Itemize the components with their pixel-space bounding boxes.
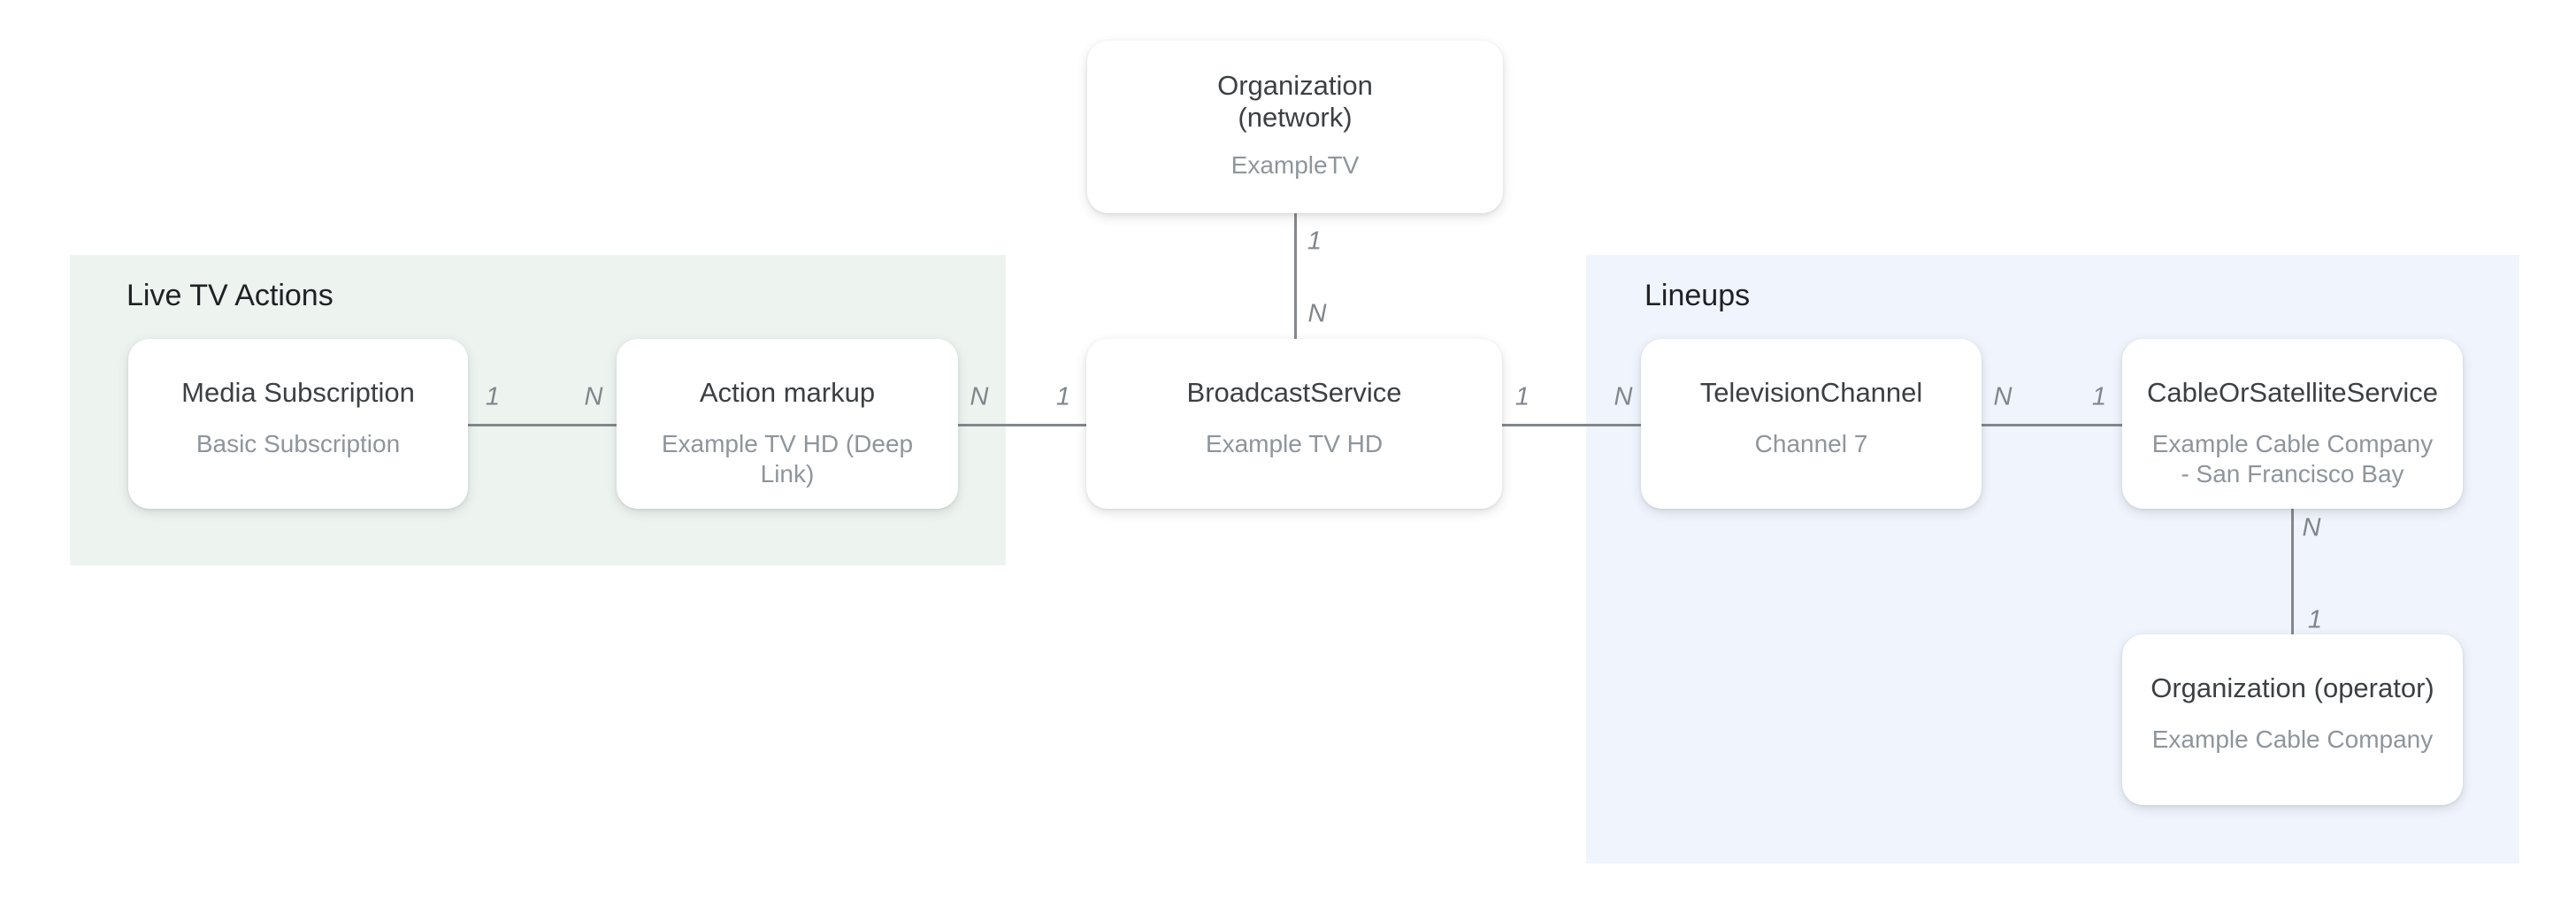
node-media-subscription: Media Subscription Basic Subscription xyxy=(128,339,468,509)
node-broadcast-service: BroadcastService Example TV HD xyxy=(1086,339,1502,509)
connector-channel-to-cable xyxy=(1982,424,2122,426)
node-organization-operator: Organization (operator) Example Cable Co… xyxy=(2122,634,2463,805)
node-subtitle: Basic Subscription xyxy=(196,430,401,457)
cardinality-label: 1 xyxy=(2091,382,2107,411)
node-title: CableOrSatelliteService xyxy=(2146,377,2439,408)
node-cable-or-satellite-service: CableOrSatelliteService Example Cable Co… xyxy=(2122,339,2463,509)
connector-action-to-broadcast xyxy=(958,424,1086,426)
section-title-lineups: Lineups xyxy=(1644,279,1751,312)
cardinality-label: N xyxy=(1307,299,1327,328)
node-television-channel: TelevisionChannel Channel 7 xyxy=(1641,339,1982,509)
connector-cable-to-operator xyxy=(2291,509,2294,634)
node-organization-network: Organization (network) ExampleTV xyxy=(1087,41,1503,213)
cardinality-label: N xyxy=(2302,513,2321,542)
connector-media-to-action xyxy=(468,424,617,426)
cardinality-label: 1 xyxy=(1055,382,1071,411)
node-title-line2: (network) xyxy=(1238,102,1353,133)
node-subtitle: Example Cable Company - San Francisco Ba… xyxy=(2151,430,2434,488)
cardinality-label: N xyxy=(970,382,989,411)
node-subtitle: Channel 7 xyxy=(1754,430,1868,457)
cardinality-label: 1 xyxy=(1514,382,1530,411)
cardinality-label: N xyxy=(1993,382,2012,411)
node-title: Organization (operator) xyxy=(2150,672,2434,703)
connector-broadcast-to-channel xyxy=(1502,424,1641,426)
node-title: Action markup xyxy=(699,377,876,408)
node-title: Organization xyxy=(1217,70,1373,101)
node-subtitle: ExampleTV xyxy=(1230,151,1360,179)
node-subtitle: Example TV HD (Deep Link) xyxy=(661,430,914,488)
cardinality-label: 1 xyxy=(2307,605,2323,634)
cardinality-label: 1 xyxy=(1307,226,1322,256)
connector-network-to-broadcast xyxy=(1294,213,1297,339)
node-subtitle: Example Cable Company xyxy=(2151,726,2434,753)
node-title: TelevisionChannel xyxy=(1699,377,1923,408)
cardinality-label: N xyxy=(1614,382,1633,411)
node-action-markup: Action markup Example TV HD (Deep Link) xyxy=(617,339,958,509)
cardinality-label: 1 xyxy=(485,382,501,411)
node-subtitle: Example TV HD xyxy=(1205,430,1384,457)
node-title: BroadcastService xyxy=(1186,377,1402,408)
section-title-live-tv-actions: Live TV Actions xyxy=(126,279,334,312)
cardinality-label: N xyxy=(584,382,603,411)
node-title: Media Subscription xyxy=(181,377,415,408)
